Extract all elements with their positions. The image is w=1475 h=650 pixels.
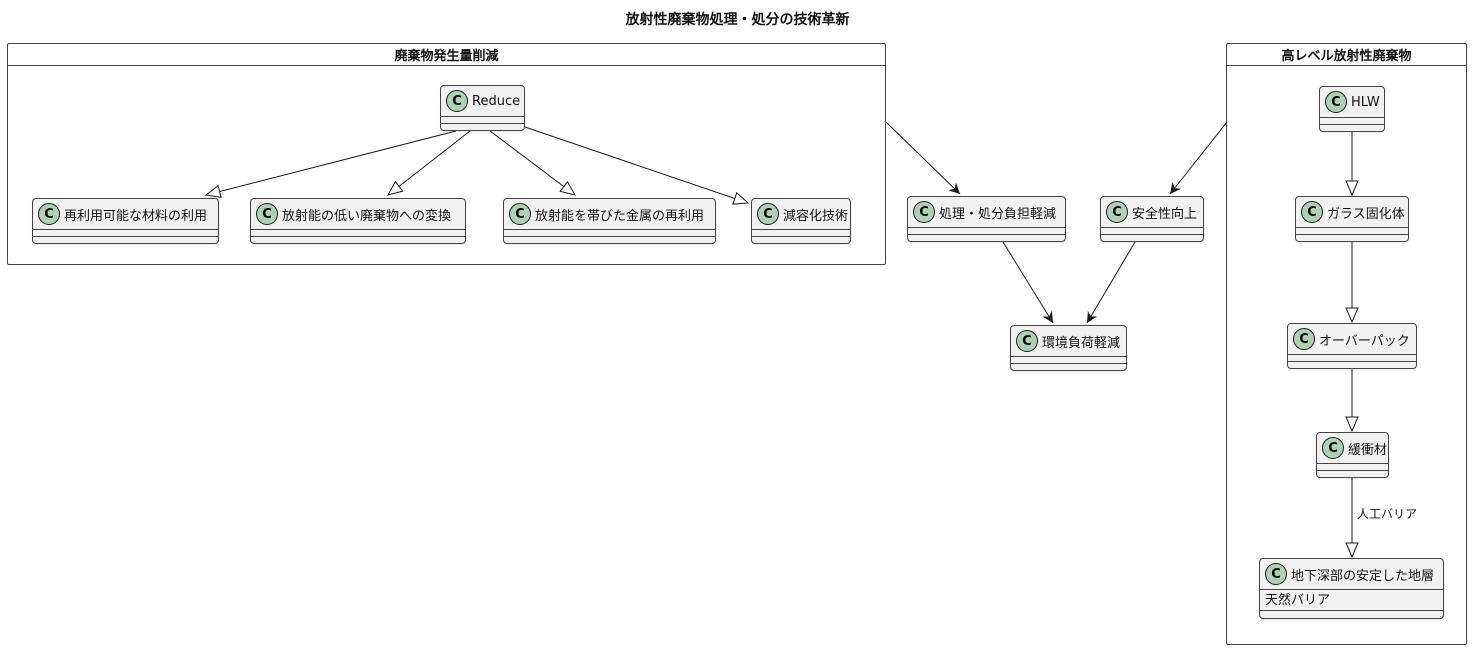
diagram-title: 放射性廃棄物処理・処分の技術革新 — [625, 12, 850, 28]
class-name: 放射能の低い廃棄物への変換 — [282, 208, 452, 224]
class-icon: C — [446, 90, 468, 112]
class-volume-reduction: C 減容化技術 — [751, 198, 851, 244]
methods-compartment — [1288, 361, 1416, 368]
edge-burden-reduction-to-environmental-load — [1002, 241, 1054, 324]
class-vitrified-waste: C ガラス固化体 — [1295, 196, 1409, 242]
class-name: 再利用可能な材料の利用 — [64, 208, 208, 224]
methods-compartment — [1296, 234, 1408, 241]
class-icon: C — [1293, 328, 1315, 350]
class-icon: C — [38, 203, 60, 225]
fields-compartment — [251, 229, 465, 236]
class-name: 安全性向上 — [1132, 206, 1198, 222]
field-natural-barrier: 天然バリア — [1260, 589, 1443, 610]
methods-compartment — [908, 234, 1065, 241]
class-icon: C — [1322, 437, 1344, 459]
edge-safety-improvement-to-environmental-load — [1086, 241, 1136, 324]
class-stable-deep-geological-layer: C 地下深部の安定した地層 天然バリア — [1259, 558, 1444, 619]
methods-compartment — [251, 236, 465, 243]
methods-compartment — [752, 236, 850, 243]
class-icon: C — [509, 203, 531, 225]
class-name: 環境負荷軽減 — [1042, 335, 1121, 351]
methods-compartment — [504, 236, 715, 243]
fields-compartment — [441, 116, 524, 123]
fields-compartment — [1011, 356, 1126, 363]
class-reduce: C Reduce — [440, 85, 525, 131]
edge-package-to-safety-improvement — [1169, 121, 1228, 195]
fields-compartment — [1317, 463, 1388, 470]
fields-compartment — [1320, 117, 1384, 124]
methods-compartment — [1101, 234, 1203, 241]
class-name: 減容化技術 — [783, 208, 849, 224]
class-icon: C — [1265, 563, 1287, 585]
class-name: ガラス固化体 — [1327, 206, 1405, 222]
class-name: Reduce — [472, 93, 521, 109]
class-name: HLW — [1351, 94, 1380, 110]
methods-compartment — [1011, 363, 1126, 370]
fields-compartment — [1288, 354, 1416, 361]
methods-compartment — [1317, 470, 1388, 477]
methods-compartment — [1260, 610, 1443, 617]
class-safety-improvement: C 安全性向上 — [1100, 196, 1204, 242]
class-burden-reduction: C 処理・処分負担軽減 — [907, 196, 1066, 242]
methods-compartment — [441, 123, 524, 130]
package-title: 高レベル放射性廃棄物 — [1227, 44, 1466, 66]
class-name: 地下深部の安定した地層 — [1291, 568, 1435, 584]
class-icon: C — [913, 201, 935, 223]
class-icon: C — [757, 203, 779, 225]
class-metal-reuse: C 放射能を帯びた金属の再利用 — [503, 198, 716, 244]
fields-compartment — [752, 229, 850, 236]
class-environmental-load-reduction: C 環境負荷軽減 — [1010, 325, 1127, 371]
methods-compartment — [1320, 124, 1384, 131]
class-icon: C — [1301, 201, 1323, 223]
class-reusable-materials: C 再利用可能な材料の利用 — [32, 198, 219, 244]
edge-package-to-burden-reduction — [885, 121, 961, 195]
fields-compartment — [1101, 227, 1203, 234]
fields-compartment — [33, 229, 218, 236]
class-buffer-material: C 緩衝材 — [1316, 432, 1389, 478]
class-name: 緩衝材 — [1348, 442, 1388, 458]
class-low-activity-conversion: C 放射能の低い廃棄物への変換 — [250, 198, 466, 244]
class-name: 放射能を帯びた金属の再利用 — [535, 208, 705, 224]
edge-label-artificial-barrier: 人工バリア — [1357, 507, 1418, 521]
methods-compartment — [33, 236, 218, 243]
fields-compartment — [1296, 227, 1408, 234]
package-title: 廃棄物発生量削減 — [8, 44, 885, 66]
class-icon: C — [1325, 91, 1347, 113]
class-hlw: C HLW — [1319, 86, 1385, 132]
class-icon: C — [256, 203, 278, 225]
fields-compartment — [504, 229, 715, 236]
class-icon: C — [1016, 330, 1038, 352]
class-name: 処理・処分負担軽減 — [939, 206, 1057, 222]
class-icon: C — [1106, 201, 1128, 223]
class-name: オーバーパック — [1319, 333, 1410, 349]
fields-compartment — [908, 227, 1065, 234]
class-overpack: C オーバーパック — [1287, 323, 1417, 369]
